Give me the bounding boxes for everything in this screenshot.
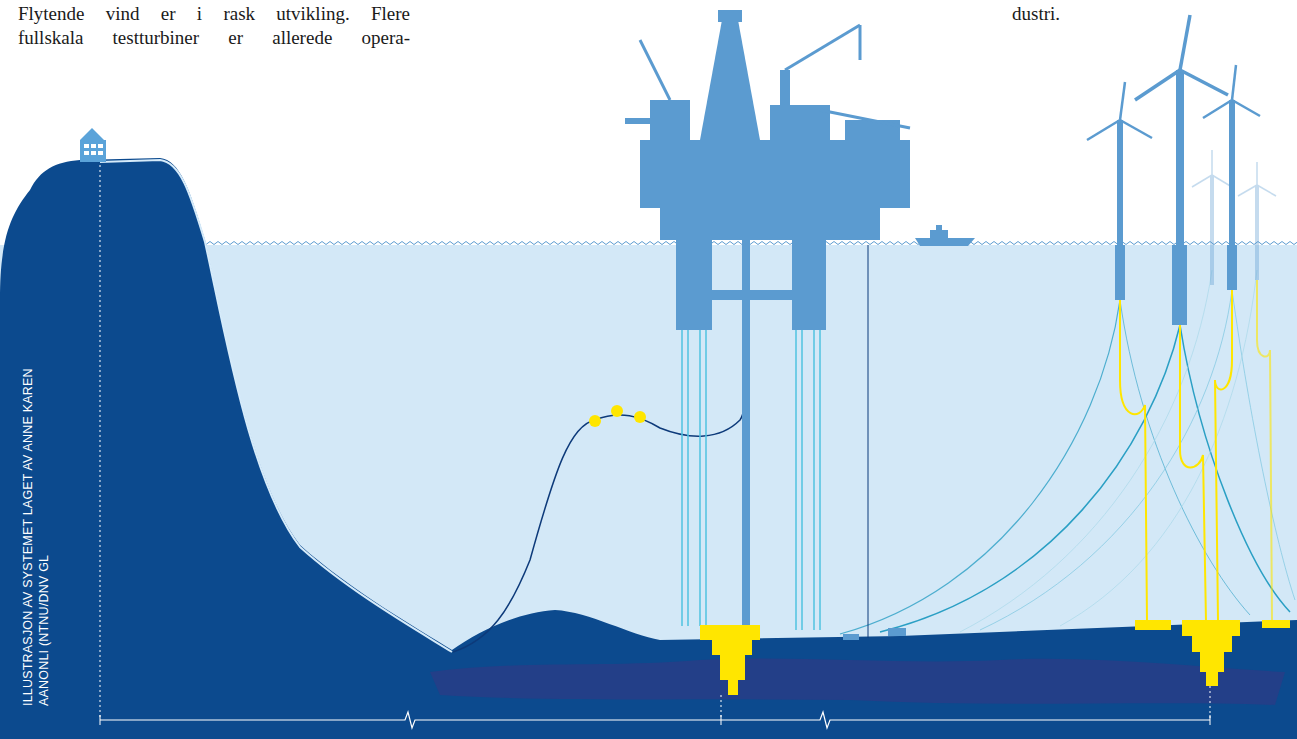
building-icon <box>80 128 106 162</box>
seabed-unit <box>843 634 859 640</box>
body-text: dustri. <box>1012 2 1060 26</box>
subsea-template <box>700 625 760 695</box>
cable <box>868 245 869 638</box>
pipeline <box>100 160 452 652</box>
seabed-land <box>0 158 1297 739</box>
riser <box>453 330 749 652</box>
body-text: Flytende vind er i rask utvikling. Flere <box>18 2 410 26</box>
wind-turbines <box>1087 15 1290 686</box>
seabed-unit <box>888 628 906 636</box>
body-text: fullskala testturbiner er allerede opera… <box>18 26 410 50</box>
credit-text: AANONLI (NTNU/DNV GL <box>36 555 52 706</box>
boat <box>915 225 975 246</box>
platform <box>625 10 910 630</box>
mooring-lines <box>840 270 1295 634</box>
distance-scale <box>100 165 1210 728</box>
buoys <box>589 405 646 427</box>
credit-text: ILLUSTRASJON AV SYSTEMET LAGET AV ANNE K… <box>20 368 36 706</box>
reservoir <box>430 659 1285 705</box>
